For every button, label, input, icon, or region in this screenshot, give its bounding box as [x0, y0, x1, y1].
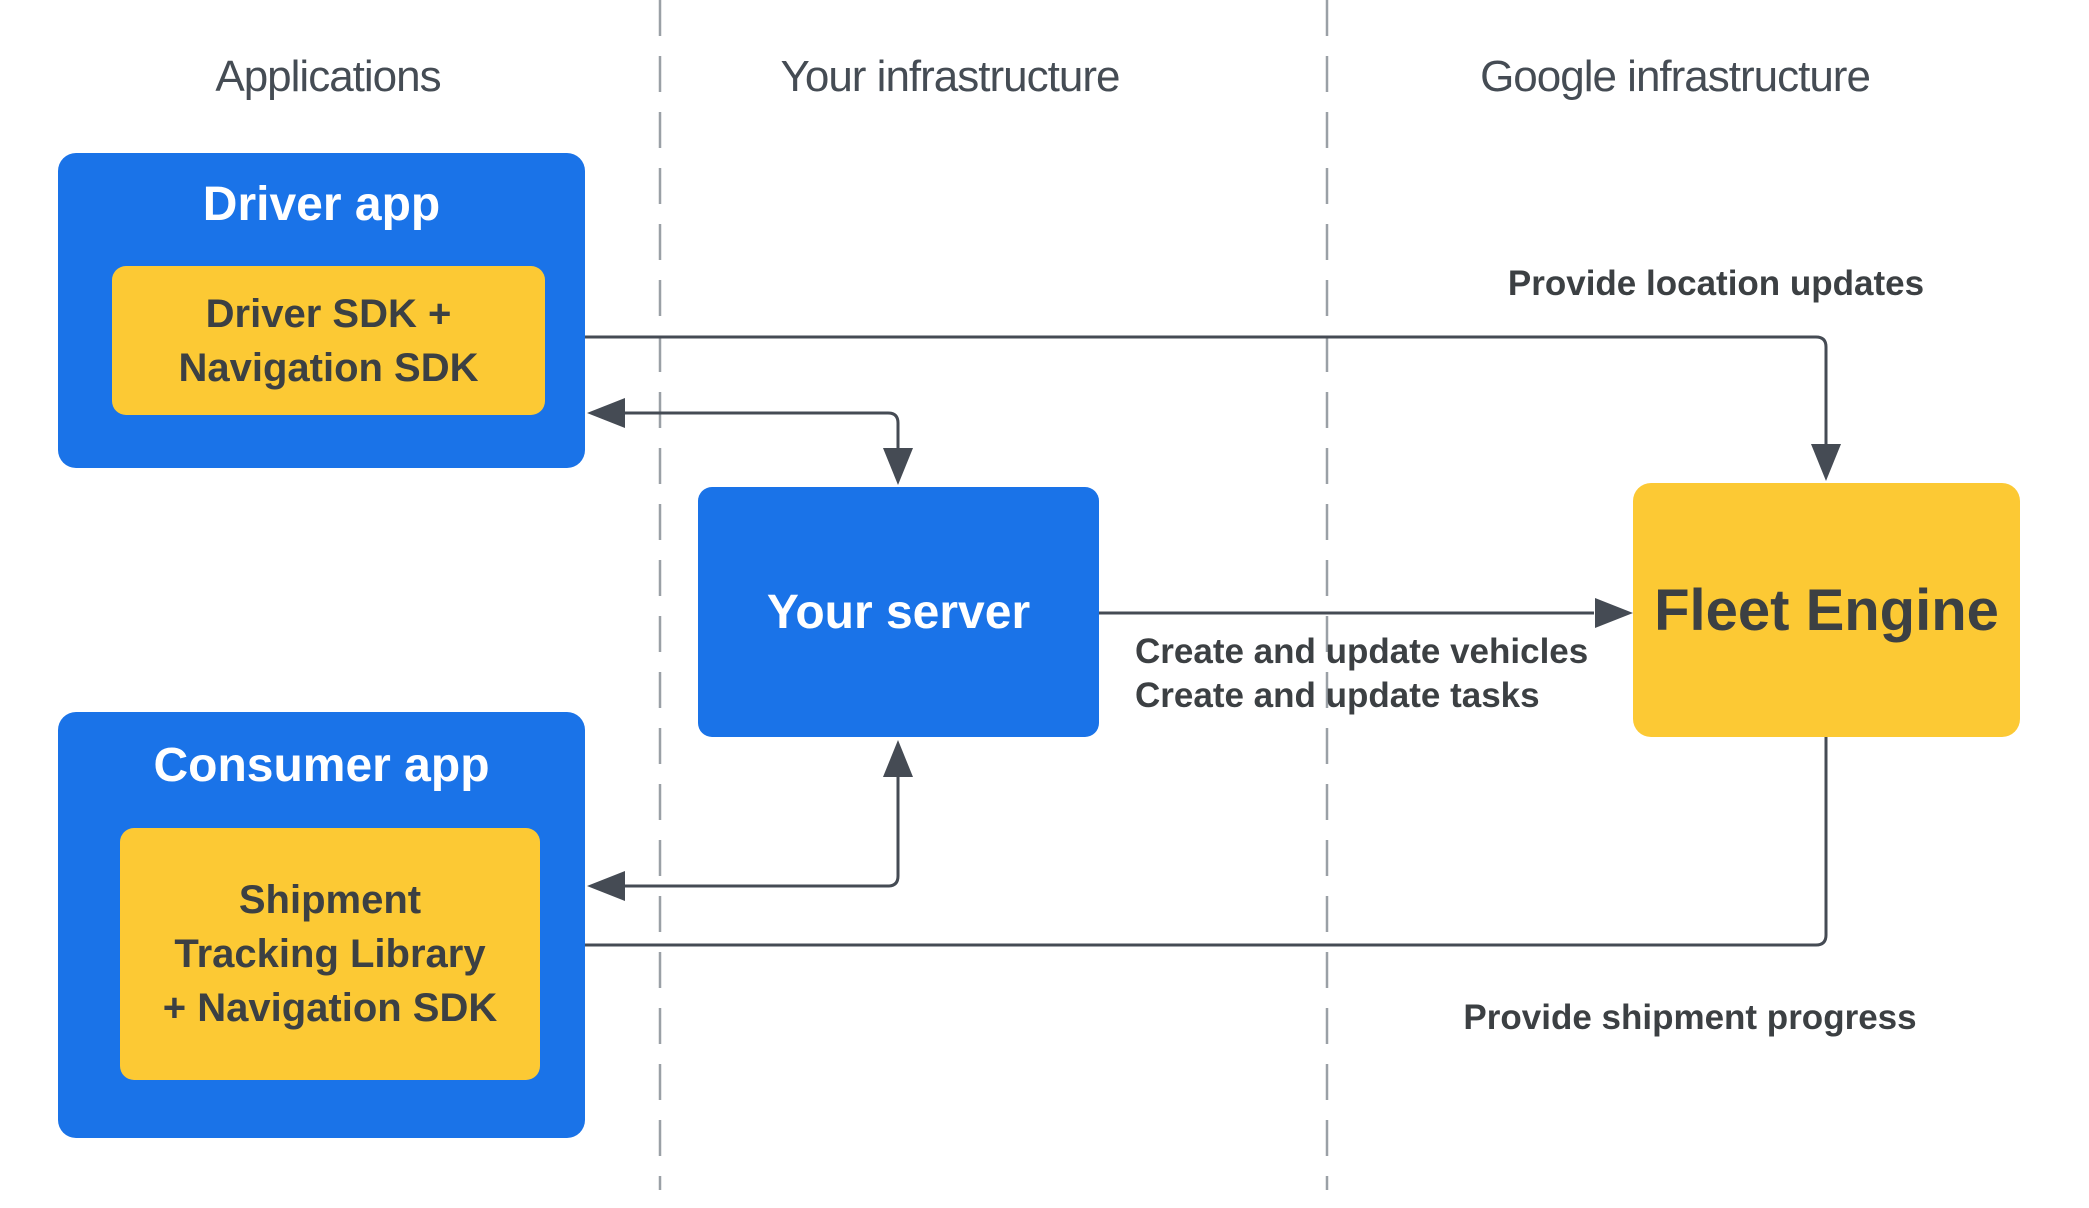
your-server-title: Your server	[766, 585, 1031, 639]
driver-app-title: Driver app	[202, 178, 441, 231]
shipment-tracking-line-3: + Navigation SDK	[162, 986, 498, 1030]
arrow-server-driver	[587, 398, 913, 485]
column-header-applications: Applications	[215, 52, 441, 101]
driver-app-box: Driver app Driver SDK + Navigation SDK	[58, 153, 585, 468]
fleet-engine-title: Fleet Engine	[1654, 577, 1999, 643]
consumer-app-box: Consumer app Shipment Tracking Library +…	[58, 712, 585, 1138]
label-create-update-tasks: Create and update tasks	[1135, 676, 1540, 715]
column-header-your-infrastructure: Your infrastructure	[780, 52, 1121, 101]
driver-sdk-box: Driver SDK + Navigation SDK	[112, 266, 545, 415]
your-server-box: Your server	[698, 487, 1099, 737]
shipment-tracking-line-2: Tracking Library	[174, 932, 486, 976]
label-create-update: Create and update vehicles Create and up…	[1135, 630, 1588, 718]
arrow-driver-fleet	[547, 322, 1841, 481]
consumer-app-title: Consumer app	[153, 739, 490, 792]
label-provide-location-updates: Provide location updates	[1507, 264, 1925, 303]
label-provide-shipment-progress: Provide shipment progress	[1463, 998, 1917, 1037]
shipment-tracking-box: Shipment Tracking Library + Navigation S…	[120, 828, 540, 1080]
column-header-google-infrastructure: Google infrastructure	[1480, 52, 1871, 101]
arrow-server-consumer	[587, 740, 913, 901]
label-create-update-vehicles: Create and update vehicles	[1135, 632, 1589, 671]
arrow-server-fleet	[1099, 598, 1633, 628]
fleet-engine-box: Fleet Engine	[1633, 483, 2020, 737]
shipment-tracking-line-1: Shipment	[238, 878, 422, 922]
driver-sdk-line-2: Navigation SDK	[178, 345, 479, 390]
arrow-fleet-consumer	[542, 737, 1828, 960]
driver-sdk-line-1: Driver SDK +	[205, 291, 452, 336]
